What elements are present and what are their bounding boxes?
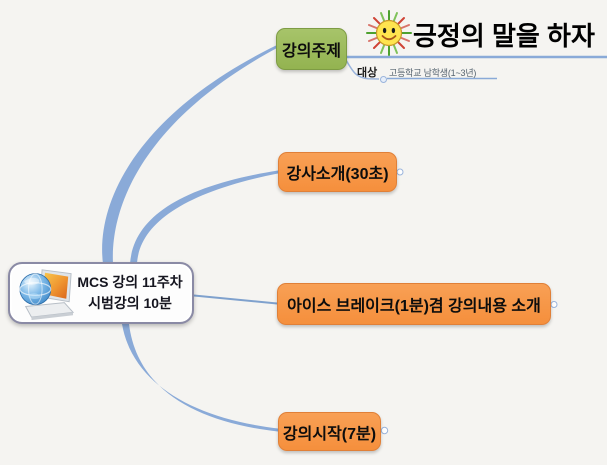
branch-curve-topic1 <box>102 45 276 264</box>
topic-lecture-subject-label: 강의주제 <box>282 43 341 60</box>
sun-smiley-icon <box>365 10 413 56</box>
topic-instructor-intro-label: 강사소개(30초) <box>286 166 389 183</box>
topic3-collapse-dot[interactable] <box>550 301 558 308</box>
topic-lecture-start-label: 강의시작(7분) <box>282 425 377 443</box>
branch-curve-topic2 <box>130 170 278 264</box>
topic-instructor-intro[interactable]: 강사소개(30초) <box>278 152 397 192</box>
topic-lecture-start[interactable]: 강의시작(7분) <box>278 412 381 451</box>
topic-ice-break[interactable]: 아이스 브레이크(1분)겸 강의내용 소개 <box>277 283 551 325</box>
subtopic-target[interactable]: 대상 <box>357 64 377 80</box>
topic-lecture-subject[interactable]: 강의주제 <box>276 28 347 70</box>
topic-ice-break-label: 아이스 브레이크(1분)겸 강의내용 소개 <box>287 298 541 315</box>
central-topic-line2: 시범강의 10분 <box>88 295 172 311</box>
central-topic-text: MCS 강의 11주차 시범강의 10분 <box>74 272 192 314</box>
topic4-collapse-dot[interactable] <box>380 426 389 435</box>
target-branch-curve <box>345 59 380 80</box>
central-topic-line1: MCS 강의 11주차 <box>77 274 183 290</box>
subtopic-target-label: 대상 <box>357 67 378 79</box>
subtopic-headline-label: 긍정의 말을 하자 <box>413 21 595 51</box>
central-topic-node[interactable]: MCS 강의 11주차 시범강의 10분 <box>8 262 194 324</box>
branch-curve-topic4 <box>122 324 278 432</box>
target-collapse-dot[interactable] <box>380 76 387 83</box>
branch-line-topic3 <box>193 294 278 305</box>
subtopic-headline[interactable]: 긍정의 말을 하자 <box>413 16 607 53</box>
subtopic-target-value[interactable]: 고등학교 남학생(1~3년) <box>389 66 476 79</box>
subtopic-target-value-label: 고등학교 남학생(1~3년) <box>389 68 477 78</box>
laptop-globe-icon <box>19 269 74 320</box>
topic2-collapse-dot[interactable] <box>396 168 404 176</box>
